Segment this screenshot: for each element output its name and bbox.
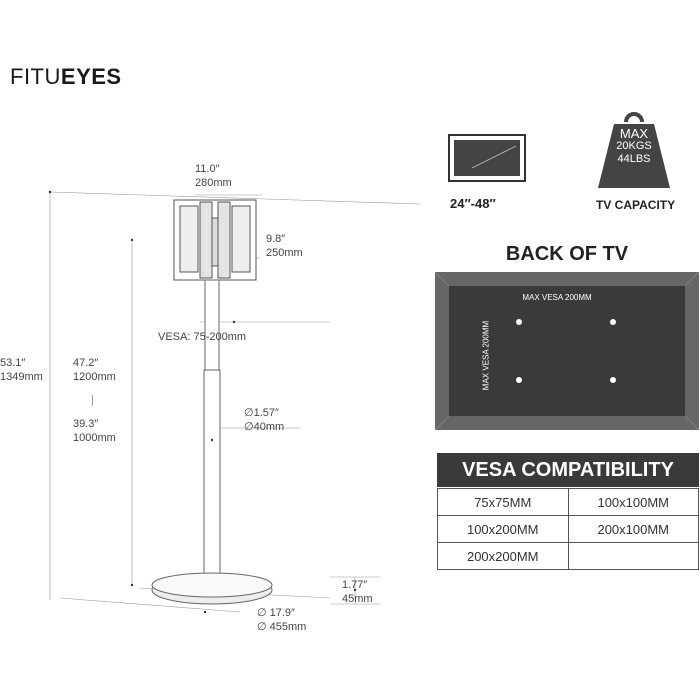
guide-line-top (49, 191, 421, 205)
total-height-label: 53.1″ 1349mm (0, 356, 43, 384)
plate-height-label: 9.8″ 250mm (266, 232, 303, 260)
table-row: 75x75MM 100x100MM (437, 488, 699, 516)
min-height-in: 39.3″ (73, 418, 99, 430)
vesa-compatibility-title: VESA COMPATIBILITY (437, 453, 699, 487)
plate-height-in: 9.8″ (266, 233, 286, 245)
pole-diameter-label: ∅1.57″ ∅40mm (244, 406, 284, 434)
capacity-kg: 20KGS (616, 140, 652, 152)
vesa-compatibility-table: 75x75MM 100x100MM 100x200MM 200x100MM 20… (437, 488, 699, 570)
total-height-mm: 1349mm (0, 371, 43, 383)
table-cell: 100x200MM (437, 515, 569, 543)
brand-logo-light: FITU (10, 64, 61, 89)
tv-size-range: 24″-48″ (450, 196, 496, 211)
back-of-tv-panel (435, 272, 699, 431)
max-height-label: 47.2″ 1200mm (73, 356, 116, 384)
table-cell (567, 542, 699, 570)
weight-text: MAX 20KGS 44LBS (598, 127, 670, 166)
plate-width-mm: 280mm (195, 177, 232, 189)
stand-drawing (48, 190, 421, 614)
base-diameter-label: ∅ 17.9″ ∅ 455mm (257, 606, 306, 634)
vesa-hole-bl (516, 377, 522, 383)
plate-width-in: 11.0″ (195, 163, 220, 175)
capacity-lbs: 44LBS (617, 153, 651, 165)
weight-icon (598, 112, 670, 188)
capacity-label: TV CAPACITY (596, 198, 676, 212)
base-height-in: 1.77″ (342, 579, 368, 591)
table-row: 200x200MM (437, 542, 699, 570)
vesa-hole-tr (610, 319, 616, 325)
base-diameter-mm: ∅ 455mm (257, 621, 307, 633)
table-row: 100x200MM 200x100MM (437, 515, 699, 543)
table-cell: 200x200MM (437, 542, 569, 570)
base-height-label: 1.77″ 45mm (342, 578, 373, 606)
max-height-mm: 1200mm (73, 371, 116, 383)
vesa-hole-br (610, 377, 616, 383)
base-diameter-in: ∅ 17.9″ (257, 607, 295, 619)
table-cell: 100x100MM (567, 488, 699, 516)
brand-logo-bold: EYES (60, 64, 122, 89)
plate-width-label: 11.0″ 280mm (195, 162, 232, 190)
tv-icon (448, 134, 526, 182)
max-height-in: 47.2″ (73, 357, 99, 369)
table-cell: 75x75MM (437, 488, 569, 516)
base-height-mm: 45mm (342, 593, 373, 605)
max-vesa-vertical: MAX VESA 200MM (481, 320, 491, 391)
pole-lower (203, 369, 221, 581)
min-height-mm: 1000mm (73, 432, 116, 444)
capacity-max: MAX (619, 126, 649, 141)
pole-diameter-in: ∅1.57″ (244, 407, 279, 419)
table-cell: 200x100MM (567, 515, 699, 543)
vesa-hole-tl (516, 319, 522, 325)
total-height-in: 53.1″ (0, 357, 26, 369)
min-height-label: 39.3″ 1000mm (73, 417, 116, 445)
plate-height-mm: 250mm (266, 247, 303, 259)
pole-diameter-mm: ∅40mm (244, 421, 285, 433)
height-separator: | (91, 394, 94, 406)
vesa-range-label: VESA: 75-200mm (158, 331, 247, 343)
pole-upper (204, 279, 220, 371)
back-of-tv-title: BACK OF TV (505, 243, 629, 265)
max-vesa-horizontal: MAX VESA 200MM (522, 293, 592, 302)
brand-logo: FITUEYES (10, 64, 122, 90)
